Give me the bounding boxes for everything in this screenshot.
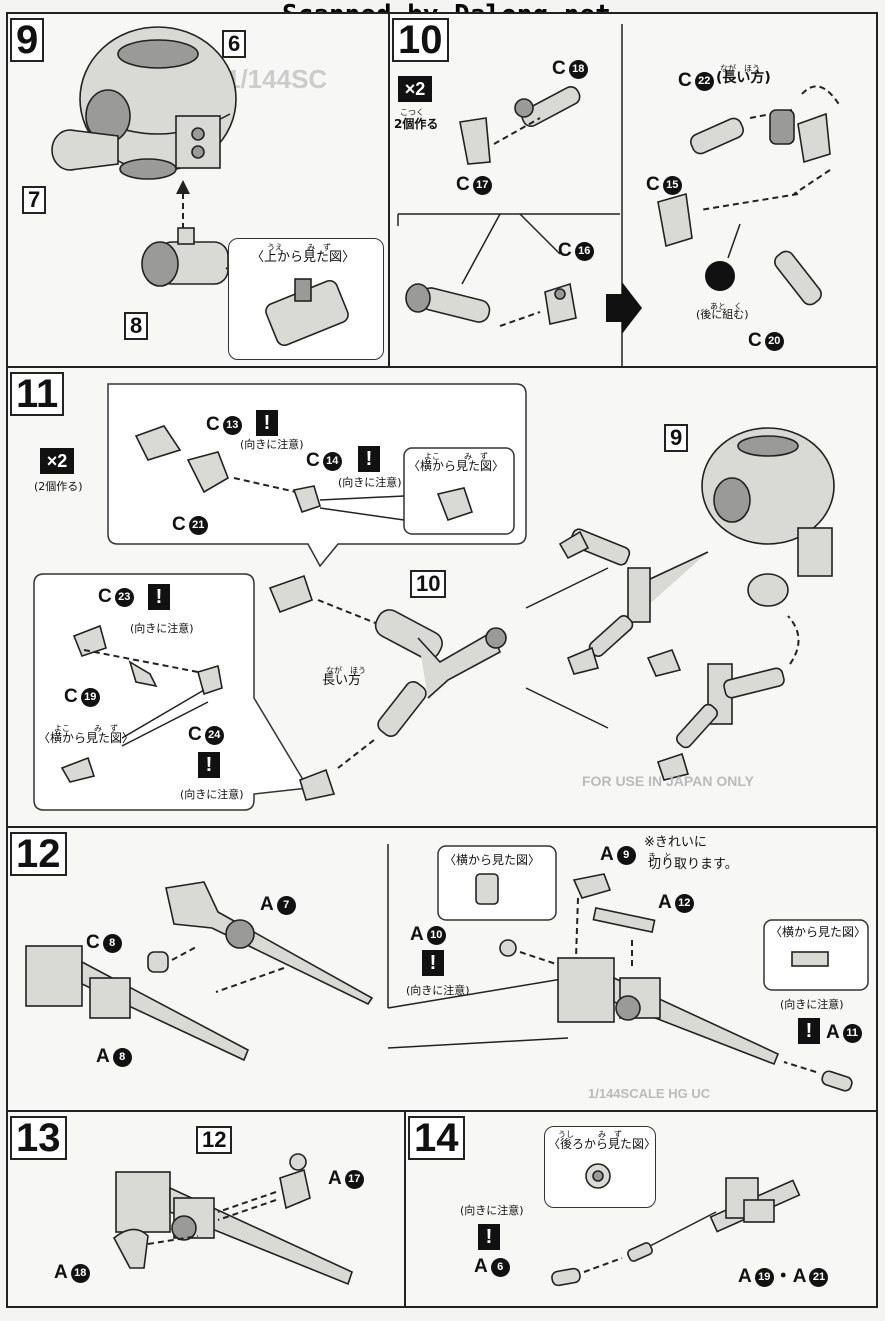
cut-note-line2: 切り取ります。 <box>648 857 738 872</box>
part-6-label: 6 <box>222 30 247 58</box>
c23-caution: (向きに注意) <box>130 622 194 635</box>
part-12-label: 12 <box>196 1126 233 1154</box>
step-11-multiplier: ×2 <box>40 448 74 474</box>
step-12-illustration: 1/144SCALE HG UC <box>25 844 869 1101</box>
step-10-illustration <box>397 24 841 366</box>
a10-warning-icon: ! <box>422 950 444 976</box>
step-10-multiplier: ×2 <box>398 76 432 102</box>
make-two-label: 2個作る <box>394 117 439 131</box>
step-11-number: 11 <box>10 372 65 416</box>
part-9-label: 9 <box>664 424 689 452</box>
rear-view-ruby: うし み ず <box>558 1130 622 1139</box>
a11-caution: (向きに注意) <box>780 998 844 1011</box>
c13-warning-icon: ! <box>256 410 278 436</box>
c14-warning-icon: ! <box>358 446 380 472</box>
side-view-ruby-1: よこ み ず <box>424 452 488 461</box>
part-7-label: 7 <box>22 186 47 214</box>
c22-note: (長い方) <box>716 70 771 86</box>
long-side-ruby: なが ほう <box>326 666 366 675</box>
top-view-bubble: うえ み ず 〈上から見た図〉 <box>228 238 384 360</box>
step-9-illustration: 1/144SC <box>51 26 327 314</box>
c23-warning-icon: ! <box>148 584 170 610</box>
step-9-panel: 9 6 7 8 1/144SC うえ み ず 〈上から <box>6 12 390 368</box>
step-12-number: 12 <box>10 832 67 876</box>
bg-print-frag3: 1/144SCALE HG UC <box>588 1086 711 1101</box>
c24-caution: (向きに注意) <box>180 788 244 801</box>
bg-print-frag1: 1/144SC <box>226 64 327 94</box>
step-9-number: 9 <box>10 18 45 62</box>
cut-note-ruby: き と <box>648 852 672 861</box>
top-view-label: 〈上から見た図〉 <box>251 250 356 265</box>
assemble-last-note: (後に組む) <box>696 308 749 321</box>
part-10-label: 10 <box>410 570 447 598</box>
step-13-illustration <box>112 1153 353 1286</box>
make-two-ruby: こつく <box>400 108 424 117</box>
step-11-panel: 11 ×2 (2個作る) <box>6 366 878 828</box>
side-view-label-2: 〈横から見た図〉 <box>38 731 135 745</box>
step-13-number: 13 <box>10 1116 67 1160</box>
bg-print-frag2: FOR USE IN JAPAN ONLY <box>582 773 755 789</box>
side-view-label-4: 〈横から見た図〉 <box>770 925 867 939</box>
a6-caution: (向きに注意) <box>460 1204 524 1217</box>
c24-warning-icon: ! <box>198 752 220 778</box>
cut-note-line1: ※きれいに <box>644 835 707 850</box>
long-side-label: 長い方 <box>322 673 362 688</box>
part-8-label: 8 <box>124 312 149 340</box>
step-14-number: 14 <box>408 1116 465 1160</box>
c22-ruby: なが ほう <box>720 64 760 73</box>
assemble-ruby: あと く <box>710 302 742 311</box>
side-view-label-3: 〈横から見た図〉 <box>444 853 541 867</box>
rear-view-label: 〈後ろから見た図〉 <box>548 1137 657 1151</box>
step-11-illustration: FOR USE IN JAPAN ONLY <box>33 383 835 811</box>
step-14-illustration <box>551 1163 801 1287</box>
top-view-part <box>265 278 349 347</box>
a11-warning-icon: ! <box>798 1018 820 1044</box>
c13-caution: (向きに注意) <box>240 438 304 451</box>
side-view-ruby-2: よこ み ず <box>54 724 118 733</box>
top-view-ruby: うえ み ず <box>267 243 331 252</box>
step-10-number: 10 <box>392 18 449 62</box>
step-12-panel: 12 <box>6 826 878 1112</box>
c14-caution: (向きに注意) <box>338 476 402 489</box>
a10-caution: (向きに注意) <box>406 984 470 997</box>
step-11-make-two: (2個作る) <box>34 480 83 493</box>
a6-warning-icon: ! <box>478 1224 500 1250</box>
side-view-label-1: 〈横から見た図〉 <box>408 459 505 473</box>
